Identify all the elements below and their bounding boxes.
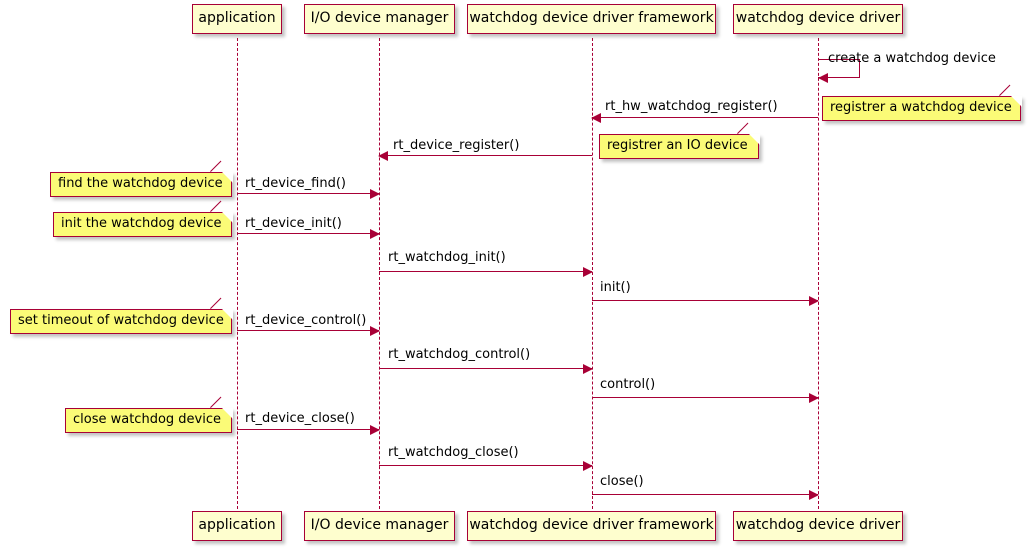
arrowhead-m5 [370,229,380,239]
arrowhead-m4 [370,189,380,199]
message-label-m11: rt_device_close() [245,411,355,426]
message-label-m8: rt_device_control() [245,313,367,328]
message-line-m7 [592,296,819,306]
participant-framework-bottom[interactable]: watchdog device driver framework [467,511,716,541]
message-label-m3: rt_device_register() [393,138,520,153]
participant-label: watchdog device driver [735,517,901,533]
note-label: registrer a watchdog device [830,100,1012,115]
message-line-m5 [237,229,380,239]
note-n1: registrer a watchdog device [822,84,1022,121]
note-label: find the watchdog device [58,176,223,191]
message-label-m5: rt_device_init() [245,216,342,231]
participant-label: I/O device manager [310,10,449,26]
arrowhead-m10 [809,393,819,403]
note-fold-icon [221,211,233,223]
note-n5: set timeout of watchdog device [10,297,233,334]
lifeline-driver [818,38,819,509]
note-label: init the watchdog device [61,216,222,231]
arrowhead-m8 [370,326,380,336]
message-label-m7: init() [600,280,631,295]
participant-framework-top[interactable]: watchdog device driver framework [467,4,716,34]
lifeline-io_manager [379,38,380,509]
message-label-m13: close() [600,474,644,489]
note-n6: close watchdog device [65,396,233,433]
participant-io_manager-bottom[interactable]: I/O device manager [304,511,455,541]
arrowhead-m13 [809,490,819,500]
arrowhead-m6 [583,267,593,277]
participant-io_manager-top[interactable]: I/O device manager [304,4,455,34]
message-line-m4 [237,189,380,199]
participant-application-top[interactable]: application [192,4,282,34]
note-label: registrer an IO device [607,138,748,153]
participant-label: application [198,517,276,533]
note-fold-icon [1010,95,1022,107]
message-line-m8 [237,326,380,336]
arrowhead-m2 [591,113,601,123]
participant-application-bottom[interactable]: application [192,511,282,541]
note-fold-icon [748,133,760,145]
note-n3: find the watchdog device [50,160,233,197]
message-line-m6 [379,267,593,277]
note-label: close watchdog device [73,412,221,427]
note-fold-icon [221,171,233,183]
message-line-m3 [378,151,592,161]
arrowhead-m9 [583,364,593,374]
message-label-m9: rt_watchdog_control() [388,347,531,362]
message-line-m9 [379,364,593,374]
message-label-m1: create a watchdog device [828,51,996,66]
participant-label: application [198,10,276,26]
arrowhead-m3 [378,151,388,161]
participant-label: watchdog device driver framework [469,517,714,533]
note-fold-icon [221,308,233,320]
arrowhead-m1 [818,73,828,83]
note-fold-icon [221,407,233,419]
arrowhead-m7 [809,296,819,306]
message-label-m4: rt_device_find() [245,176,346,191]
message-label-m2: rt_hw_watchdog_register() [605,99,778,114]
participant-driver-top[interactable]: watchdog device driver [733,4,903,34]
arrowhead-m11 [370,425,380,435]
note-n4: init the watchdog device [53,200,233,237]
note-n2: registrer an IO device [599,122,760,159]
note-label: set timeout of watchdog device [18,313,224,328]
lifeline-application [237,38,238,509]
arrowhead-m12 [583,461,593,471]
message-label-m10: control() [600,377,656,392]
message-label-m6: rt_watchdog_init() [388,250,506,265]
self-message-m1 [818,59,860,78]
message-line-m10 [592,393,819,403]
participant-label: watchdog device driver [735,10,901,26]
participant-label: I/O device manager [310,517,449,533]
message-line-m11 [237,425,380,435]
participant-driver-bottom[interactable]: watchdog device driver [733,511,903,541]
message-line-m2 [591,113,818,123]
message-label-m12: rt_watchdog_close() [388,445,519,460]
message-line-m13 [592,490,819,500]
participant-label: watchdog device driver framework [469,10,714,26]
message-line-m12 [379,461,593,471]
